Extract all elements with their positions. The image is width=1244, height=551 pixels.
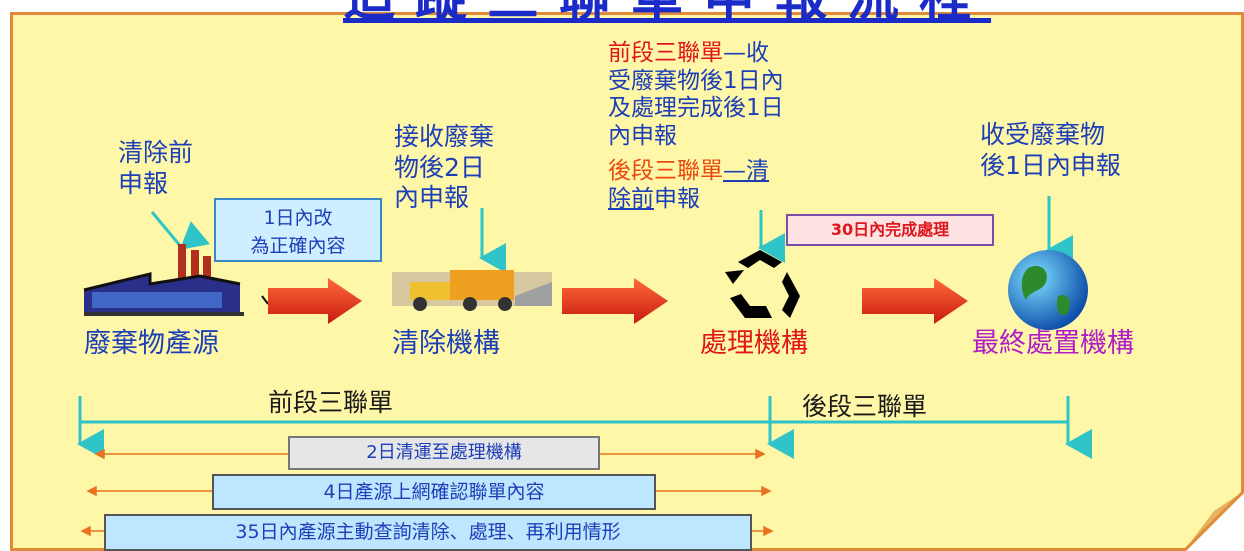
pointer-pre-clear (150, 211, 211, 250)
note-receive-clear: 接收廢棄 物後2日 內申報 (394, 122, 495, 212)
note-back-manifest: 後段三聯單—清 除前申報 (608, 158, 769, 212)
flow-arrow-1 (261, 278, 362, 324)
page-curl (1182, 491, 1244, 551)
note-front-manifest: 前段三聯單—收 受廢棄物後1日內 及處理完成後1日 內申報 (608, 40, 784, 149)
page-title: 追蹤三聯單申報流程 (343, 0, 971, 27)
factory-icon (83, 244, 244, 316)
timeline-back-label: 後段三聯單 (802, 392, 928, 421)
flow-arrow-2 (562, 278, 668, 324)
node-processing: 處理機構 (700, 328, 808, 359)
node-final: 最終處置機構 (972, 328, 1134, 359)
node-source: 廢棄物產源 (84, 328, 219, 359)
bar-4-days: 4日產源上網確認聯單內容 (212, 474, 656, 510)
complete-30-box: 30日內完成處理 (786, 214, 994, 246)
bar-2-days: 2日清運至處理機構 (288, 436, 600, 470)
bar-35-days: 35日內產源主動查詢清除、處理、再利用情形 (104, 514, 752, 551)
correction-box: 1日內改 為正確內容 (214, 198, 382, 262)
note-pre-clear: 清除前 申報 (118, 138, 194, 198)
globe-icon (1008, 250, 1088, 330)
node-clearing: 清除機構 (392, 328, 500, 359)
recycle-icon (725, 250, 800, 318)
flow-arrow-3 (862, 278, 968, 324)
timeline-front-label: 前段三聯單 (268, 388, 394, 417)
note-final-report: 收受廢棄物 後1日內申報 (980, 120, 1121, 180)
garbage-truck-icon (392, 270, 552, 311)
